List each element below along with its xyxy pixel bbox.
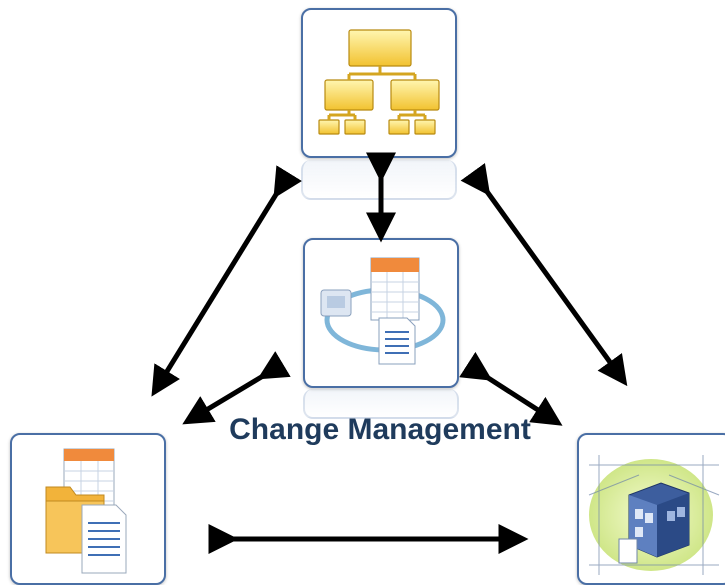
org-chart-icon	[318, 29, 440, 135]
process-cycle-card	[303, 238, 459, 388]
arrow-org-to-documents	[151, 165, 302, 397]
architecture-card	[577, 433, 725, 585]
folder-documents-icon	[45, 448, 127, 574]
org-chart-card	[301, 8, 457, 158]
process-card-reflection	[303, 389, 459, 419]
documents-card	[10, 433, 166, 585]
arrow-process-to-documents	[182, 351, 291, 425]
diagram-caption: Change Management	[229, 413, 531, 446]
arrow-org-to-architecture	[460, 163, 628, 387]
building-blueprint-icon	[588, 455, 720, 575]
arrow-process-to-architecture	[459, 351, 563, 426]
document-cycle-icon	[320, 257, 446, 365]
